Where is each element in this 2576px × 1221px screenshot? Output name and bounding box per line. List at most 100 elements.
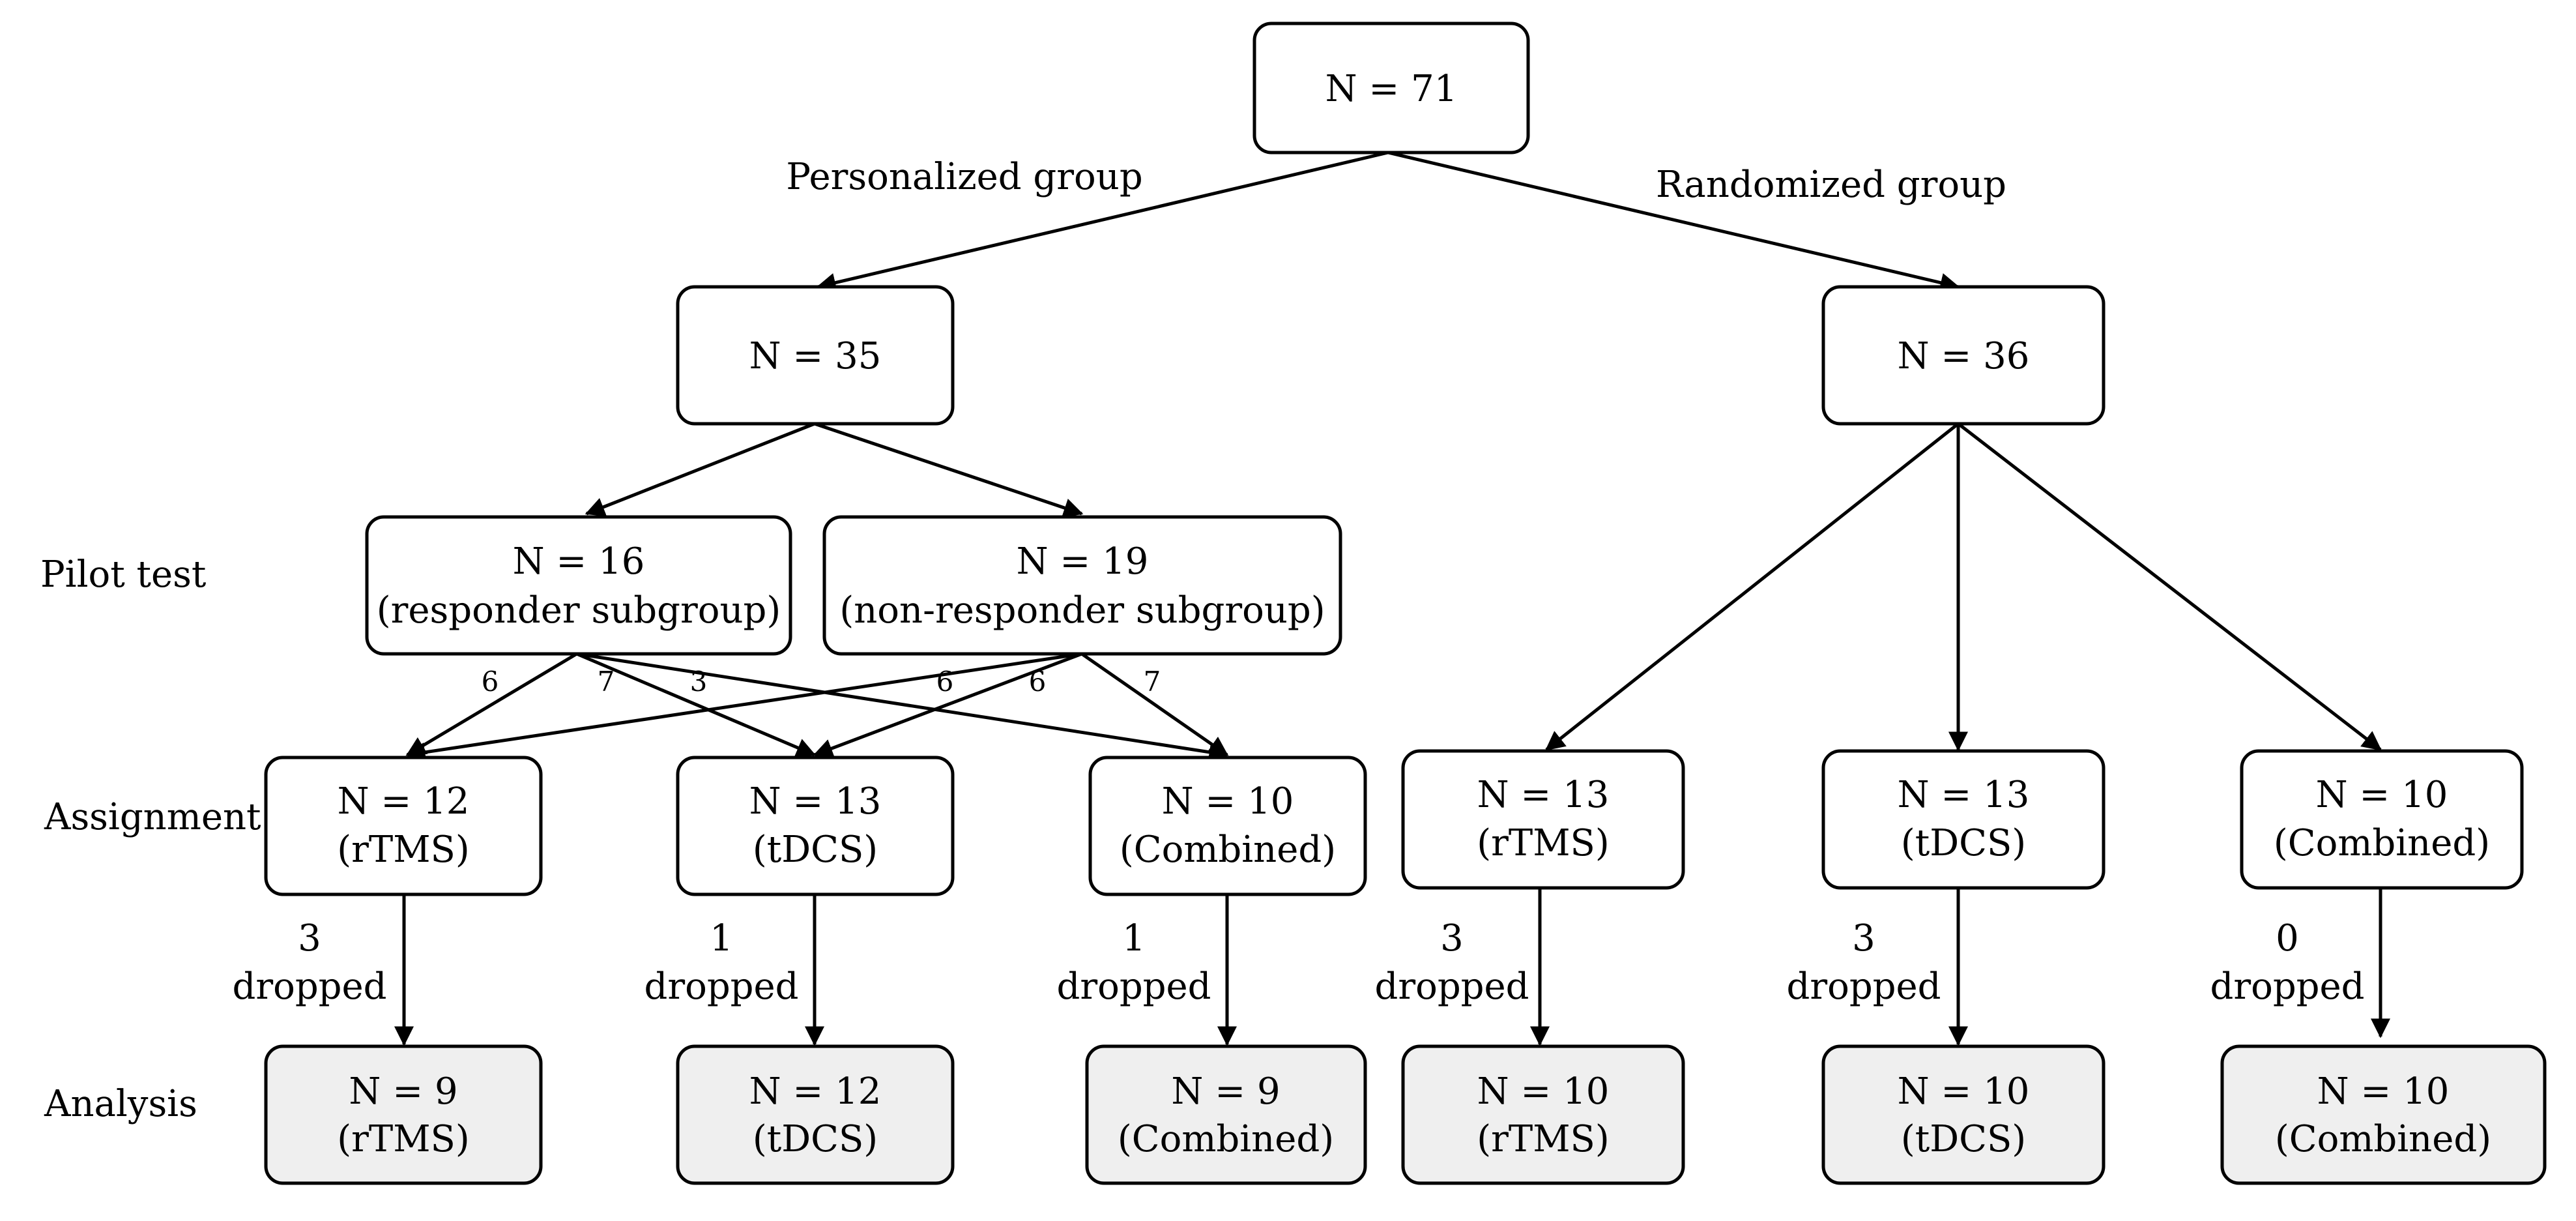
node-subtitle: (Combined) — [1118, 1118, 1334, 1160]
node-count: N = 9 — [349, 1070, 457, 1113]
node-subtitle: (tDCS) — [1901, 1118, 2026, 1160]
node-box — [264, 756, 543, 896]
node-box — [822, 515, 1342, 656]
node-r-tdcs: N = 13 (tDCS) — [1821, 749, 2106, 890]
edge-nonresponder-p-comb — [1080, 652, 1229, 757]
node-count: N = 12 — [338, 780, 470, 823]
dropout-count: 3 — [1852, 917, 1875, 960]
node-root: N = 71 — [1252, 22, 1530, 154]
node-box — [1821, 285, 2106, 426]
personalized-group-label: Personalized group — [786, 156, 1142, 198]
node-count: N = 16 — [513, 540, 645, 583]
edge-root-personalized — [816, 151, 1389, 293]
node-box — [1085, 1044, 1367, 1185]
split-count-resp-rtms: 6 — [482, 666, 499, 698]
edge-root-randomized — [1387, 151, 1960, 293]
node-nonresponder: N = 19 (non-responder subgroup) — [822, 515, 1342, 656]
node-count: N = 10 — [1162, 780, 1294, 823]
node-count: N = 19 — [1017, 540, 1149, 583]
node-subtitle: (non-responder subgroup) — [839, 589, 1325, 632]
dropout-p-rtms: 3 dropped — [232, 917, 386, 1008]
node-count: N = 13 — [1898, 774, 2030, 816]
node-p-rtms: N = 12 (rTMS) — [264, 756, 543, 896]
node-box — [676, 756, 955, 896]
split-count-nonresp-comb: 7 — [1144, 666, 1161, 698]
dropout-count: 1 — [710, 917, 733, 960]
node-box — [1088, 756, 1367, 896]
node-r-rtms: N = 13 (rTMS) — [1401, 749, 1685, 890]
node-count: N = 10 — [1898, 1070, 2030, 1113]
node-count: N = 9 — [1171, 1070, 1280, 1113]
split-count-resp-tdcs: 7 — [598, 666, 615, 698]
split-count-nonresp-rtms: 6 — [936, 666, 954, 698]
dropout-count: 3 — [1440, 917, 1464, 960]
dropout-label: dropped — [644, 965, 798, 1008]
node-box — [2240, 749, 2524, 890]
dropout-p-tdcs: 1 dropped — [644, 917, 798, 1008]
edge-personalized-nonresponder — [814, 422, 1084, 518]
row-label-analysis: Analysis — [44, 1083, 197, 1125]
node-r-comb: N = 10 (Combined) — [2240, 749, 2524, 890]
node-analysis-r-tdcs: N = 10 (tDCS) — [1821, 1044, 2106, 1185]
edge-responder-p-tdcs — [576, 652, 817, 758]
randomized-group-label: Randomized group — [1656, 164, 2006, 206]
dropout-p-comb: 1 dropped — [1056, 917, 1211, 1008]
node-box — [365, 515, 792, 656]
node-subtitle: (rTMS) — [337, 829, 470, 871]
node-subtitle: (Combined) — [1120, 829, 1336, 871]
node-count: N = 10 — [1477, 1070, 1610, 1113]
node-analysis-p-tdcs: N = 12 (tDCS) — [676, 1044, 955, 1185]
node-count: N = 12 — [749, 1070, 882, 1113]
node-subtitle: (tDCS) — [753, 829, 878, 871]
node-subtitle: (rTMS) — [1477, 822, 1610, 864]
dropout-count: 1 — [1122, 917, 1146, 960]
node-analysis-r-comb: N = 10 (Combined) — [2220, 1044, 2547, 1185]
node-count: N = 10 — [2316, 774, 2448, 816]
node-box — [676, 1044, 955, 1185]
dropout-count: 3 — [298, 917, 321, 960]
dropout-label: dropped — [1374, 965, 1529, 1008]
node-count: N = 36 — [1898, 335, 2030, 377]
node-count: N = 71 — [1325, 68, 1458, 110]
edge-personalized-responder — [585, 422, 815, 516]
split-count-resp-comb: 3 — [690, 666, 708, 698]
edge-responder-p-rtms — [405, 652, 578, 757]
dropout-label: dropped — [2210, 965, 2364, 1008]
node-box — [676, 285, 955, 426]
row-label-pilot-test: Pilot test — [40, 553, 207, 596]
node-count: N = 13 — [749, 780, 882, 823]
node-analysis-r-rtms: N = 10 (rTMS) — [1401, 1044, 1685, 1185]
edge-randomized-r-rtms — [1545, 422, 1960, 751]
node-count: N = 13 — [1477, 774, 1610, 816]
dropout-r-rtms: 3 dropped — [1374, 917, 1529, 1008]
node-subtitle: (Combined) — [2274, 822, 2490, 864]
edge-randomized-r-comb — [1957, 422, 2382, 751]
node-subtitle: (tDCS) — [1901, 822, 2026, 864]
node-subtitle: (responder subgroup) — [377, 589, 781, 632]
node-box — [1821, 1044, 2106, 1185]
node-personalized: N = 35 — [676, 285, 955, 426]
node-analysis-p-comb: N = 9 (Combined) — [1085, 1044, 1367, 1185]
node-p-comb: N = 10 (Combined) — [1088, 756, 1367, 896]
dropout-r-tdcs: 3 dropped — [1786, 917, 1941, 1008]
edge-nonresponder-p-rtms — [405, 652, 1082, 762]
node-subtitle: (rTMS) — [337, 1118, 470, 1160]
edge-nonresponder-p-tdcs — [813, 652, 1082, 758]
node-responder: N = 16 (responder subgroup) — [365, 515, 792, 656]
node-subtitle: (tDCS) — [753, 1118, 878, 1160]
edges — [394, 151, 2390, 1046]
node-subtitle: (rTMS) — [1477, 1118, 1610, 1160]
node-randomized: N = 36 — [1821, 285, 2106, 426]
split-count-nonresp-tdcs: 6 — [1029, 666, 1047, 698]
node-count: N = 35 — [749, 335, 882, 377]
node-box — [1821, 749, 2106, 890]
dropout-label: dropped — [232, 965, 386, 1008]
node-box — [264, 1044, 543, 1185]
node-count: N = 10 — [2317, 1070, 2450, 1113]
node-subtitle: (Combined) — [2275, 1118, 2491, 1160]
dropout-label: dropped — [1056, 965, 1211, 1008]
node-box — [1401, 1044, 1685, 1185]
node-box — [1252, 22, 1530, 154]
edge-responder-p-comb — [576, 652, 1229, 762]
